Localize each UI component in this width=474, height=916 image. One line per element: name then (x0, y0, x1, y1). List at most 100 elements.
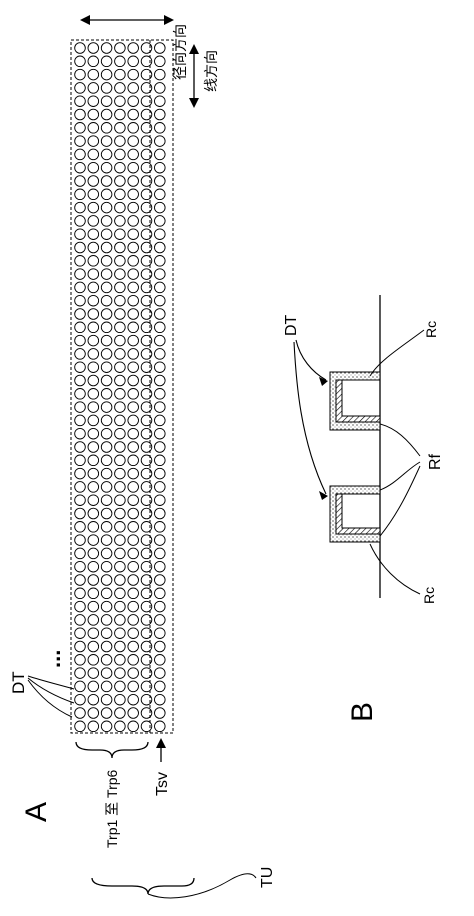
dt-circle (127, 42, 139, 54)
dt-circle (74, 481, 86, 493)
dt-circle (154, 175, 166, 187)
dt-circle (87, 68, 100, 81)
dt-circle (140, 521, 153, 533)
dt-circle (127, 161, 139, 174)
radial-direction-label: 径向方向 (172, 24, 188, 80)
dt-circle (154, 627, 166, 639)
dt-circle (154, 241, 166, 254)
dt-circle (114, 481, 126, 493)
dt-circle (140, 108, 153, 121)
dt-circle (127, 348, 139, 360)
dt-circle (74, 441, 86, 453)
dt-circle (127, 95, 139, 107)
dt-circle (74, 507, 86, 520)
dt-circle (140, 693, 153, 706)
dt-circle (127, 55, 139, 68)
dt-circle (100, 148, 113, 161)
dt-label-b: DT (283, 314, 300, 336)
dt-circle (114, 321, 126, 334)
dt-circle (154, 334, 166, 347)
dt-circle (140, 255, 153, 267)
dt-circle (100, 401, 113, 413)
dt-circle (140, 374, 153, 387)
dt-circle (74, 680, 86, 693)
dt-circle (154, 201, 166, 214)
dt-circle (154, 188, 166, 201)
dt-circle (127, 693, 139, 706)
dt-circle (140, 614, 153, 626)
dt-circle (100, 427, 113, 440)
dt-circle (74, 640, 86, 653)
dt-circle (127, 680, 139, 693)
dt-circle (87, 188, 100, 201)
dt-circle (87, 481, 100, 493)
dt-circle (114, 507, 126, 520)
dt-circle (127, 401, 139, 413)
dt-circle (87, 161, 100, 174)
dt-circle (114, 215, 126, 227)
dt-circle (74, 68, 86, 81)
dt-circle (74, 215, 86, 227)
dt-circle (114, 707, 126, 719)
dt-circle (114, 82, 126, 94)
dt-circle (154, 414, 166, 427)
dt-circle (140, 122, 153, 134)
dt-circle (100, 547, 113, 560)
dt-circle (114, 294, 126, 307)
dt-circle (87, 294, 100, 307)
dt-circle (127, 175, 139, 187)
dt-circle (114, 68, 126, 81)
dt-circle (127, 361, 139, 373)
dt-circle (100, 481, 113, 493)
dt-circle (74, 188, 86, 201)
dt-circle (87, 600, 100, 613)
dt-circle (74, 667, 86, 679)
dt-circle (127, 414, 139, 427)
dt-circle (87, 640, 100, 653)
dt-circle (100, 414, 113, 427)
dt-circle (154, 401, 166, 413)
dt-circle (74, 574, 86, 586)
dt-circle (127, 614, 139, 626)
dt-circle (87, 241, 100, 254)
dt-circle (114, 161, 126, 174)
dt-circle (154, 707, 166, 719)
dt-circle (100, 494, 113, 506)
dt-circle (114, 494, 126, 506)
dt-circle (87, 82, 100, 94)
dt-circle (87, 494, 100, 506)
dt-circle (87, 388, 100, 400)
dt-circle (127, 68, 139, 81)
dt-circle (74, 175, 86, 187)
dt-circle (100, 281, 113, 294)
dt-circle (114, 560, 126, 573)
dt-circle (100, 454, 113, 467)
dt-circle (140, 640, 153, 653)
dt-circle (114, 454, 126, 467)
dt-circle (87, 720, 100, 733)
dt-circle (74, 521, 86, 533)
trp-bracket (75, 741, 149, 759)
dt-circle (114, 281, 126, 294)
dt-circle (74, 534, 86, 546)
dt-circle (127, 600, 139, 613)
dt-circle (127, 281, 139, 294)
dt-circle (87, 454, 100, 467)
dt-circle (74, 374, 86, 387)
dt-circle (154, 507, 166, 520)
dt-circle (140, 334, 153, 347)
rf-label: Rf (427, 453, 444, 470)
dt-circle (127, 82, 139, 94)
dt-circle (87, 308, 100, 320)
dt-circle (114, 374, 126, 387)
dt-circle (140, 68, 153, 81)
panel-a: 径向方向 线方向 ... DT Trp1 至 Trp6 Tsv TU (9, 15, 276, 899)
line-direction-arrow (189, 44, 199, 108)
dt-circle (154, 42, 166, 54)
dt-circle (114, 241, 126, 254)
dt-circle (154, 348, 166, 360)
dt-circle (74, 388, 86, 400)
dt-circle (114, 388, 126, 400)
dt-circle (87, 521, 100, 533)
dt-circle (154, 467, 166, 480)
